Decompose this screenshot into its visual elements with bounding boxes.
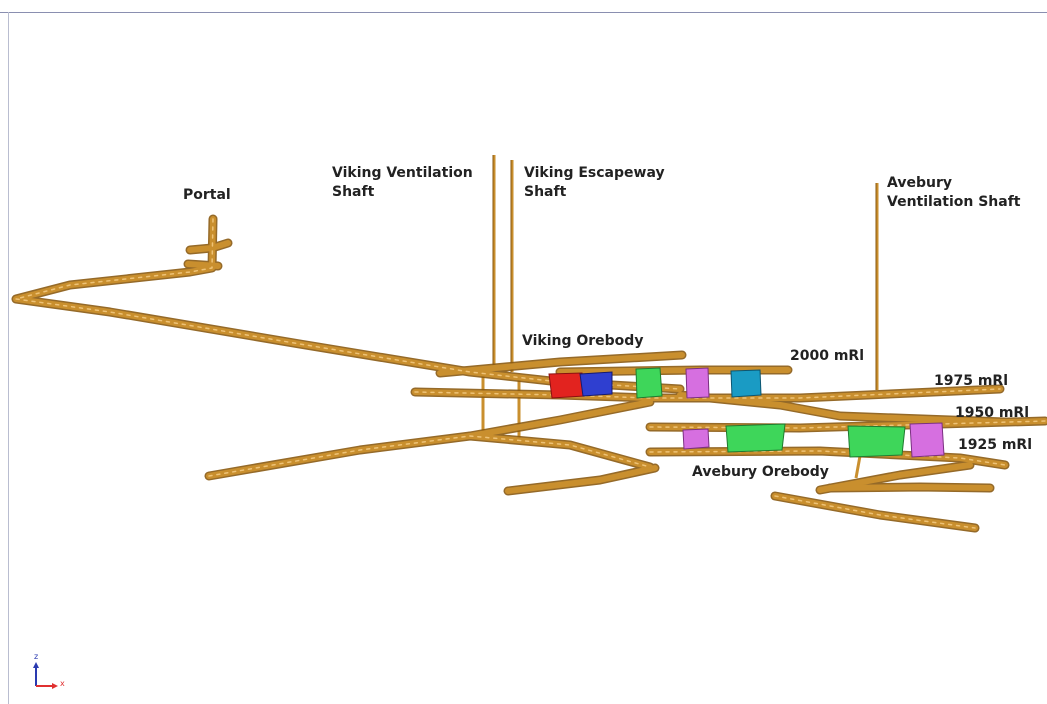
stopes: [548, 367, 945, 458]
label-viking-ventilation-shaft: Viking Ventilation Shaft: [332, 165, 473, 200]
stope-cyan: [730, 369, 762, 398]
label-level-1975: 1975 mRl: [934, 373, 1009, 389]
label-avebury-ventilation-shaft: Avebury Ventilation Shaft: [887, 175, 1021, 210]
tunnels: [11, 214, 1047, 533]
axis-z-label: z: [34, 652, 39, 661]
axis-triad-icon: [33, 662, 58, 689]
stope-magenta-2: [682, 428, 710, 450]
axis-x-label: x: [60, 679, 65, 688]
label-level-1925: 1925 mRl: [958, 437, 1033, 453]
label-viking-escapeway-shaft: Viking Escapeway Shaft: [524, 165, 665, 200]
viewport-top-border: [0, 12, 1047, 13]
stope-green-2: [725, 423, 786, 453]
label-viking-orebody: Viking Orebody: [522, 333, 644, 349]
axis-triad: z x: [26, 652, 76, 692]
stope-red: [548, 372, 585, 399]
stope-green-3: [847, 425, 906, 458]
stope-blue: [579, 371, 613, 397]
label-avebury-orebody: Avebury Orebody: [692, 464, 829, 480]
stope-magenta-3: [909, 422, 945, 458]
shaft-link-3: [854, 455, 862, 479]
viewport-left-border: [8, 12, 9, 704]
stope-magenta-1: [685, 367, 710, 399]
label-level-1950: 1950 mRl: [955, 405, 1030, 421]
label-level-2000: 2000 mRl: [790, 348, 865, 364]
stope-green-1: [635, 367, 663, 399]
label-portal: Portal: [183, 187, 231, 203]
